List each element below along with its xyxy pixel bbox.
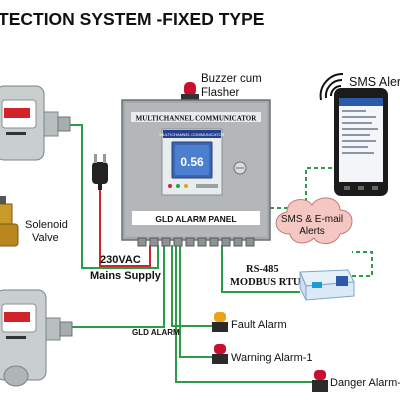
panel-header: MULTICHANNEL COMMUNICATOR (136, 115, 258, 123)
wire-danger (175, 245, 314, 383)
device-led-2 (176, 184, 180, 188)
mobile-phone-icon (334, 88, 388, 196)
cable-glands (137, 237, 255, 247)
buzzer-label-1: Buzzer cum (201, 73, 262, 85)
buzzer-flasher-icon (181, 82, 199, 100)
solenoid-label-2: Valve (32, 232, 59, 244)
sms-alerts-label: SMS Alerts (349, 75, 400, 89)
gld-alarm-label: GLD ALARM (132, 328, 180, 337)
device-led-3 (184, 184, 188, 188)
cloud-label-2: Alerts (299, 226, 325, 237)
danger-alarm-lamp-icon (312, 370, 328, 392)
cloud-label-1: SMS & E-mail (281, 214, 343, 225)
wiring (70, 124, 373, 383)
solenoid-label-1: Solenoid (25, 219, 68, 231)
alarm-panel: MULTICHANNEL COMMUNICATOR MULTICHANNEL C… (121, 99, 271, 247)
mains-supply-label: Mains Supply (90, 270, 162, 282)
mains-voltage-label: 230VAC (100, 254, 141, 266)
solenoid-valve-icon (0, 196, 19, 247)
diagram-title: TECTION SYSTEM -FIXED TYPE (0, 9, 264, 29)
warning-alarm-label: Warning Alarm-1 (231, 352, 313, 364)
rs485-label-2: MODBUS RTU (230, 277, 301, 288)
mains-plug-icon (92, 154, 108, 190)
wire-detector-top (70, 124, 159, 269)
buzzer-label-2: Flasher (201, 87, 240, 99)
wireless-signal-icon (319, 72, 344, 101)
wire-rs485 (221, 245, 300, 293)
wire-warning (179, 245, 212, 358)
fault-alarm-lamp-icon (212, 312, 228, 332)
gas-detector-top (0, 85, 71, 161)
warning-alarm-lamp-icon (212, 344, 228, 364)
modbus-modem-icon (299, 269, 355, 301)
fault-alarm-label: Fault Alarm (231, 319, 287, 331)
wire-fault (171, 245, 214, 327)
gas-detector-bottom (0, 289, 73, 387)
wire-detector-bottom (72, 245, 165, 328)
device-led-1 (168, 184, 172, 188)
rs485-label-1: RS-485 (246, 264, 279, 275)
wire-mains (99, 190, 151, 267)
sms-email-cloud (275, 197, 353, 244)
device-screen-value: 0.56 (180, 155, 204, 169)
device-title: MULTICHANNEL COMMUNICATOR (160, 132, 225, 137)
wireless-link-2 (352, 251, 373, 277)
danger-alarm-label: Danger Alarm-2 (330, 377, 400, 389)
panel-footer: GLD ALARM PANEL (155, 214, 236, 224)
